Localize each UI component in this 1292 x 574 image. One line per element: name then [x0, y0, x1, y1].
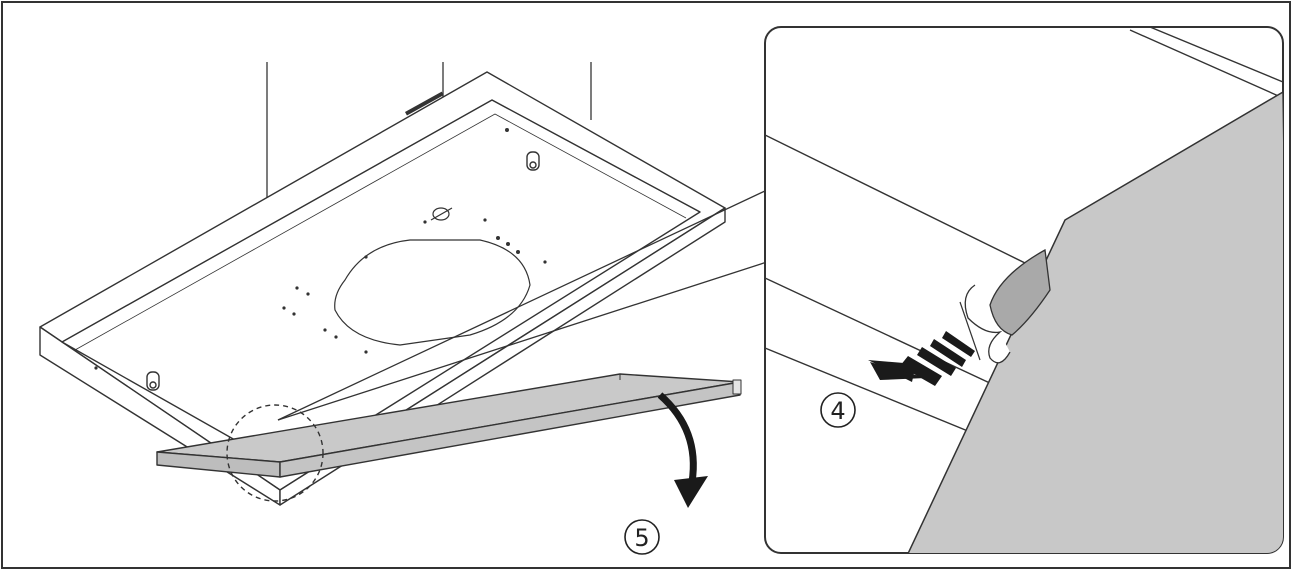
callout-lines: [277, 189, 768, 421]
step-4-badge: [820, 392, 856, 428]
zoom-filter-edge: [903, 90, 1283, 553]
fan-opening: [334, 239, 531, 346]
finger: [989, 248, 1051, 336]
screw-holes: [94, 128, 547, 370]
grease-filter: [156, 373, 742, 478]
light-symbol: [430, 207, 453, 221]
step-4-label: 4: [830, 397, 845, 425]
step-5-arrow: 5: [624, 392, 708, 555]
step-5-label: 5: [634, 524, 649, 552]
step-4-arrow: 4: [820, 331, 975, 428]
fixing-peg-front: [146, 371, 160, 391]
step-5-badge: [624, 519, 660, 555]
latch-clip: [964, 284, 1011, 364]
filter-right-face: [279, 381, 741, 478]
detail-marker-circle: [226, 404, 324, 502]
fixing-peg-back: [526, 151, 540, 171]
zoom-detail-panel: 4: [764, 26, 1284, 554]
